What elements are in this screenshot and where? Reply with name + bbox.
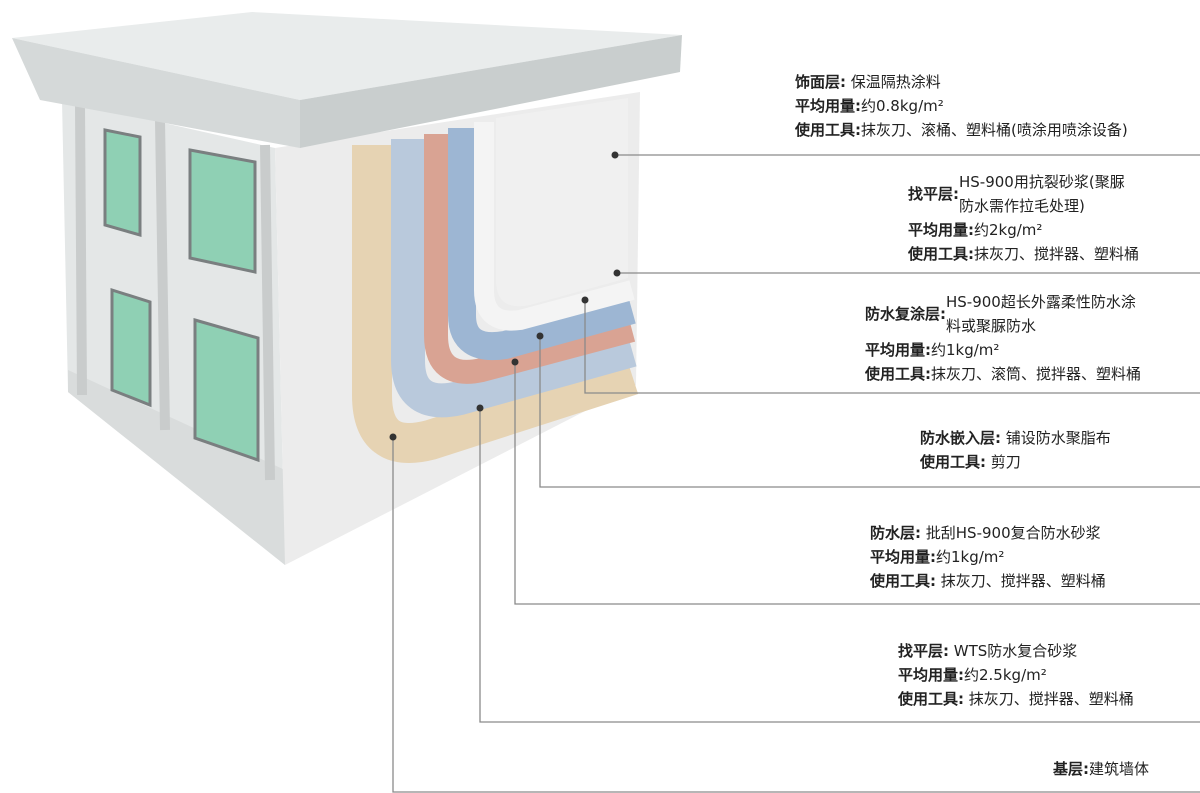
callout-leveling-layer-wts: 找平层: WTS防水复合砂浆 平均用量:约2.5kg/m² 使用工具: 抹灰刀、… [898,639,1134,711]
label: 找平层: [908,185,959,203]
roof-cornice-band [12,38,300,148]
tools-label: 使用工具: [920,453,986,471]
leader-dots [389,151,621,441]
layer-leveling-hs900 [474,122,635,331]
label: 基层: [1053,760,1089,778]
value-line2: 料或聚脲防水 [946,317,1037,335]
label: 防水复涂层: [865,305,946,323]
tools: 抹灰刀、滚桶、塑料桶(喷涂用喷涂设备) [861,121,1128,139]
callout-finish-layer: 饰面层: 保温隔热涂料 平均用量:约0.8kg/m² 使用工具:抹灰刀、滚桶、塑… [795,70,1128,142]
callout-recoat-layer: 防水复涂层:HS-900超长外露柔性防水涂料或聚脲防水 平均用量:约1kg/m²… [865,290,1141,386]
callout-embedded-layer: 防水嵌入层: 铺设防水聚脂布 使用工具: 剪刀 [920,426,1111,474]
label: 饰面层: [795,73,846,91]
tools: 剪刀 [990,453,1021,471]
callout-waterproof-layer: 防水层: 批刮HS-900复合防水砂浆 平均用量:约1kg/m² 使用工具: 抹… [870,521,1106,593]
leader-lines [392,154,1200,793]
label: 防水嵌入层: [920,429,1001,447]
tools: 抹灰刀、搅拌器、塑料桶 [940,572,1106,590]
layer-waterproof [391,139,637,418]
tools: 抹灰刀、搅拌器、塑料桶 [974,245,1140,263]
tools-label: 使用工具: [870,572,936,590]
building-base [68,370,285,565]
tools: 抹灰刀、搅拌器、塑料桶 [968,690,1134,708]
label: 找平层: [898,642,949,660]
usage-label: 平均用量: [898,666,964,684]
tools-label: 使用工具: [865,365,931,383]
value: 保温隔热涂料 [850,73,941,91]
pilasters [75,104,275,481]
wall-layers [352,122,639,463]
usage: 约0.8kg/m² [861,97,944,115]
value: 建筑墙体 [1089,760,1150,778]
layer-embedded-fabric [424,134,636,384]
usage-label: 平均用量: [908,221,974,239]
roof-cornice-side [300,35,682,148]
tools-label: 使用工具: [908,245,974,263]
tools-label: 使用工具: [795,121,861,139]
usage: 约1kg/m² [931,341,1000,359]
layer-finish-surface [496,98,628,307]
value: 铺设防水聚脂布 [1005,429,1111,447]
callout-leveling-layer-hs900: 找平层:HS-900用抗裂砂浆(聚脲防水需作拉毛处理) 平均用量:约2kg/m²… [908,170,1139,266]
value: 批刮HS-900复合防水砂浆 [925,524,1101,542]
tools-label: 使用工具: [898,690,964,708]
callout-base-layer: 基层:建筑墙体 [1053,757,1149,781]
layer-recoat [448,128,636,361]
roof-cornice [12,12,682,100]
value-line1: HS-900用抗裂砂浆(聚脲 [959,173,1125,191]
layer-leveling-wts [352,145,639,463]
usage-label: 平均用量: [870,548,936,566]
windows [103,128,260,463]
usage: 约2.5kg/m² [964,666,1047,684]
usage: 约2kg/m² [974,221,1043,239]
value-line2: 防水需作拉毛处理) [959,197,1085,215]
value-line1: HS-900超长外露柔性防水涂 [946,293,1136,311]
usage-label: 平均用量: [865,341,931,359]
usage-label: 平均用量: [795,97,861,115]
value: WTS防水复合砂浆 [953,642,1078,660]
usage: 约1kg/m² [936,548,1005,566]
tools: 抹灰刀、滚筒、搅拌器、塑料桶 [931,365,1142,383]
label: 防水层: [870,524,921,542]
